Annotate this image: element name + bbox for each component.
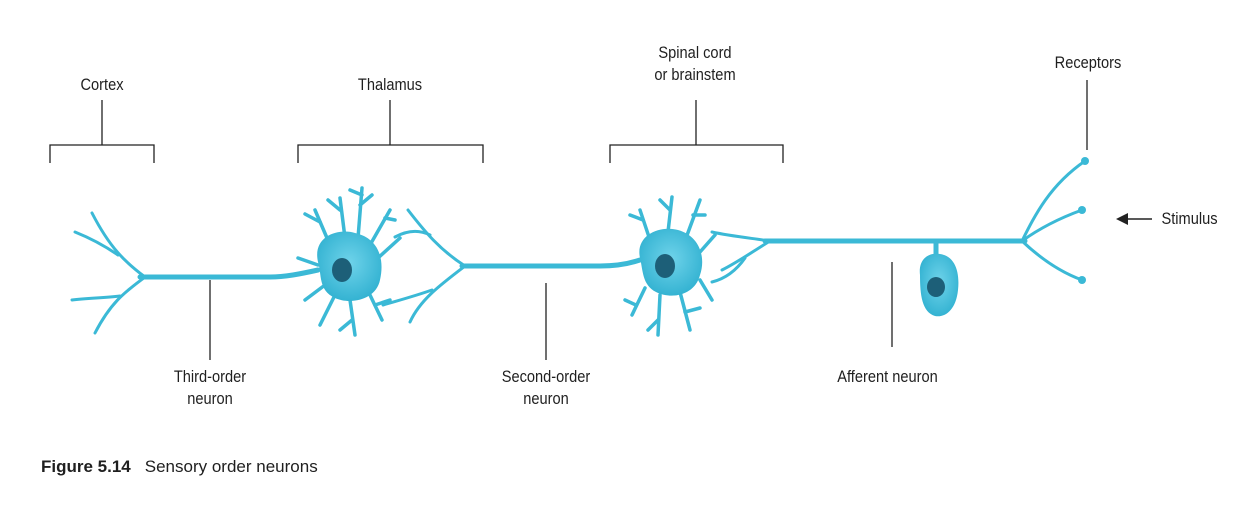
figure-title: Sensory order neurons [144, 457, 318, 476]
third-order-axon [137, 267, 321, 280]
thalamus-label: Thalamus [357, 75, 423, 94]
receptor-branches [1020, 159, 1087, 282]
neuron-leaders [209, 262, 893, 360]
stimulus-label: Stimulus [1161, 209, 1218, 228]
second-order-label: Second-order neuron [501, 367, 591, 408]
second-order-axon [459, 257, 643, 269]
receptors-label: Receptors [1054, 53, 1122, 72]
cortex-label: Cortex [80, 75, 124, 94]
thalamus-bracket [297, 100, 484, 163]
afferent-central-terminals [710, 230, 772, 284]
thalamus-nucleus [332, 258, 352, 282]
receptor-ending-1 [1081, 157, 1089, 165]
spinal-dendrites [623, 195, 717, 337]
thalamus-branches [381, 208, 467, 324]
somas [317, 157, 1089, 317]
cortex-bracket [49, 100, 155, 163]
region-brackets [49, 80, 1088, 163]
spinal-nucleus [655, 254, 675, 278]
receptor-ending-3 [1078, 276, 1086, 284]
afferent-label: Afferent neuron [837, 367, 938, 386]
spinal-bracket [609, 100, 784, 163]
afferent-nucleus [927, 277, 945, 297]
neurons [70, 159, 1087, 337]
third-order-terminals [70, 211, 147, 335]
receptor-ending-2 [1078, 206, 1086, 214]
figure-caption: Figure 5.14 Sensory order neurons [41, 457, 318, 477]
third-order-label: Third-order neuron [173, 367, 247, 408]
figure-number: Figure 5.14 [41, 457, 131, 476]
spinal-cord-label: Spinal cord or brainstem [654, 43, 736, 84]
stimulus-arrow [1116, 213, 1152, 225]
